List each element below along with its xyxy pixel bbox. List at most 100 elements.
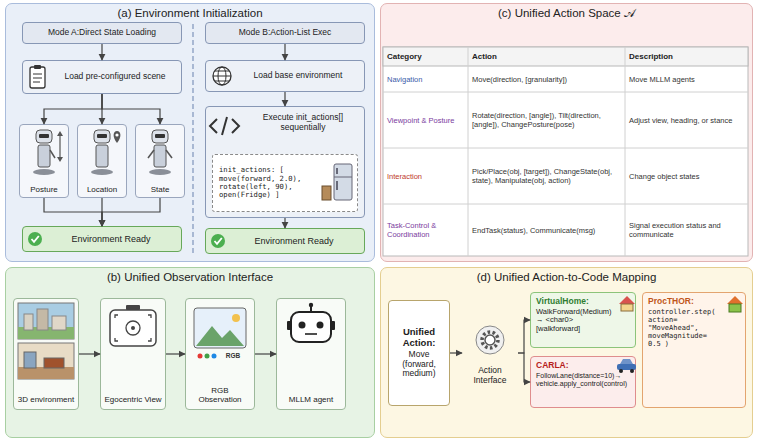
clipboard-icon-part [33,74,42,75]
table-frame [383,47,748,256]
globe-icon-part [213,76,231,77]
house-icon-part [727,296,743,304]
node-heading: Egocentric View [104,395,161,404]
process-box: Load pre-configured scene [22,60,182,94]
robot-figure-part [154,145,166,167]
node-heading: (c) Unified Action Space 𝒜 [498,7,635,20]
platform-box: ProcTHOR:controller.step( action= "MoveA… [642,292,746,408]
node-heading: Unified Action: [392,327,446,349]
clipboard-icon [30,65,45,88]
node-heading: State [151,185,170,194]
node-heading: CARLA: [536,361,569,371]
stage-box: MLLM agent [276,298,346,410]
flow-arrow [102,94,160,124]
node-heading: Environment Ready [71,234,150,244]
flow-arrow [101,198,102,226]
agent-robot-icon-part [287,321,291,330]
stage-box: 3D environment [13,298,79,410]
node-heading: Execute init_actions[] sequentially [246,113,360,133]
table-cell: Signal execution status and communicate [625,204,748,256]
flow-arrow [284,218,285,228]
flow-arrow [101,44,102,60]
node-heading: (a) Environment Initialization [117,7,262,20]
scene-thumbnail [18,343,74,379]
table-header: Description [625,48,748,66]
car-icon [617,359,636,373]
scene-thumbnail-part [24,314,33,330]
house-icon [619,296,635,311]
scene-thumbnail [18,303,74,339]
fridge-icon-part [334,177,352,178]
flow-arrow [518,320,530,353]
robot-figure-part [94,130,110,143]
image-tag: RGB [220,351,246,361]
stage-box: RGB Observation [185,298,255,410]
status-box: Environment Ready [22,226,182,252]
gear-icon [476,326,504,354]
robot-figure-part [149,169,171,175]
flow-arrow [450,352,462,353]
table-frame-part [383,47,748,66]
node-body: FollowLane(distance=10)→ vehicle.apply_c… [536,372,631,388]
agent-robot-icon [287,303,335,342]
flow-arrow [44,198,102,226]
node-heading: Load pre-configured scene [64,72,165,82]
scene-thumbnail-part [24,352,36,368]
table-cell: Change object states [625,148,748,204]
flow-arrow [284,92,285,106]
code-icon [210,117,239,135]
scene-thumbnail-part [37,309,48,330]
agent-robot-icon-part [291,312,331,342]
car-icon-part [619,369,623,373]
node-heading: Posture [30,185,58,194]
flow-arrow [101,94,102,124]
robot-figure-part [91,169,113,175]
table-frame-part [383,92,748,93]
rgb-image-icon [194,308,246,359]
flow-arrow [255,353,276,354]
table-frame-part [383,204,748,205]
rgb-image-icon-part [194,308,246,348]
robot-figure-part [115,133,118,136]
robot-figure-part [97,134,107,138]
state-card: Location [77,124,127,198]
table-cell: Pick/Place(obj, [target]), ChangeState(o… [468,148,625,204]
table-frame-part [383,47,748,256]
flow-arrow [518,353,530,382]
globe-icon-part [213,67,231,85]
table-header: Category [383,48,468,66]
agent-robot-icon-part [309,303,313,307]
scene-thumbnail-part [18,367,74,379]
node-heading: RGB Observation [189,386,251,404]
platform-box: VirtualHome:WalkForward(Medium) → <char0… [530,292,636,348]
code-block: init_actions: [ move(forward, 2.0), rota… [212,154,358,212]
rgb-image-icon-part [232,314,240,322]
code-icon-part [232,119,239,133]
globe-icon-part [215,71,229,72]
flow-arrow [79,353,100,354]
node-heading: 3D environment [18,395,74,404]
fridge-icon-part [334,164,352,200]
scene-thumbnail-part [44,358,64,368]
panel: (d) Unified Action-to-Code MappingUnifie… [380,267,753,438]
check-icon-part [211,234,225,248]
scene-thumbnail-part [18,343,74,379]
action-box: Unified Action:Move (forward, medium) [388,300,450,406]
check-icon-part [28,232,42,246]
mode-header: Mode A:Direct State Loading [22,22,182,44]
node-heading: VirtualHome: [536,297,589,307]
mode-divider [193,24,194,256]
table-category: Interaction [383,148,468,204]
robot-figure [148,130,172,175]
node-heading: (d) Unified Action-to-Code Mapping [477,271,657,284]
clipboard-icon-part [30,67,45,88]
mode-header: Mode B:Action-List Exec [205,22,365,44]
node-heading: init_actions: [ move(forward, 2.0), rota… [219,166,319,199]
agent-robot-icon-part [299,322,306,329]
robot-figure-part [59,133,60,160]
state-card: State [135,124,185,198]
table-frame-part [383,148,748,149]
house-icon-part [729,304,741,312]
robot-figure-part [152,130,168,143]
agent-robot-icon-part [331,321,335,330]
